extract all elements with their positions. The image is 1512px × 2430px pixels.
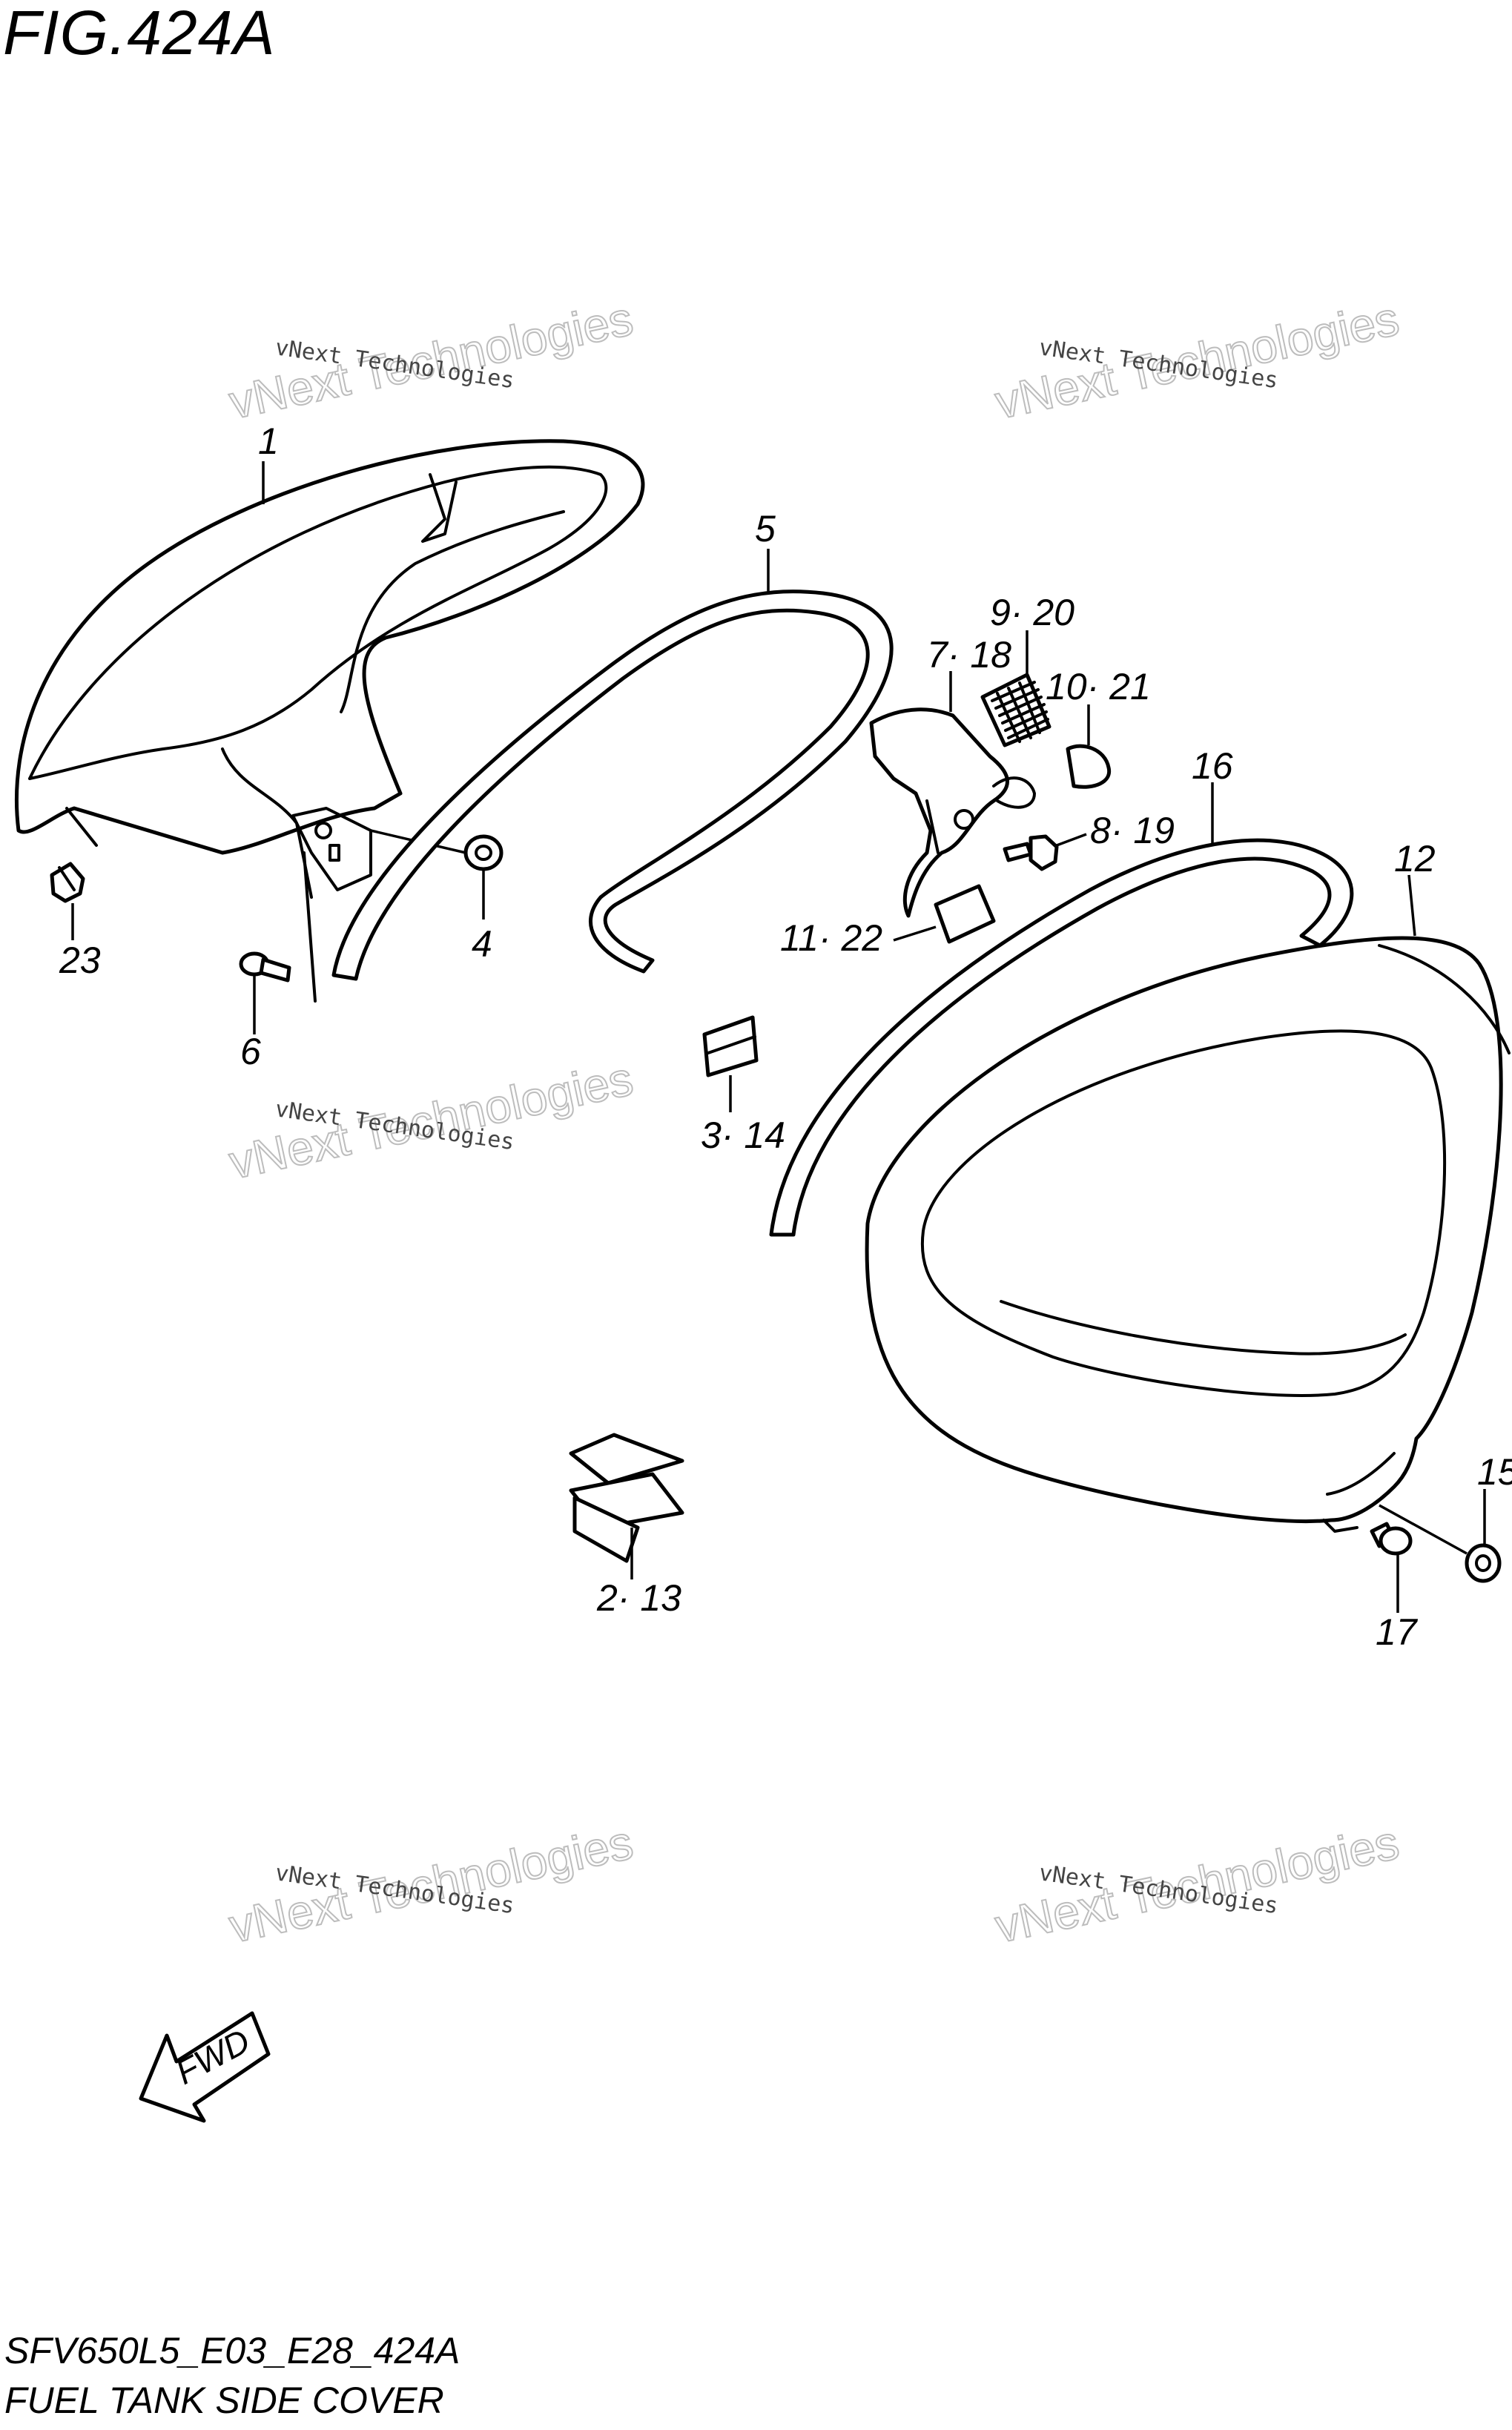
watermark-mid-left: vNext Technologies vNext Technologies — [224, 1051, 638, 1190]
callout-11-22: 11· 22 — [780, 917, 882, 959]
watermark-top-left: vNext Technologies vNext Technologies — [224, 291, 638, 430]
part-5-trim-strip — [331, 549, 894, 981]
part-1-left-side-cover — [15, 439, 645, 1003]
callout-3-14: 3· 14 — [701, 1115, 785, 1156]
part-3-label — [702, 1015, 759, 1112]
figure-title: FIG.424A — [3, 0, 276, 67]
watermark-bottom-right: vNext Technologies vNext Technologies — [990, 1815, 1404, 1954]
part-15-grommet — [1379, 1489, 1502, 1583]
callout-15: 15 — [1477, 1451, 1512, 1493]
fwd-arrow-icon: FWD — [139, 2011, 271, 2123]
callout-5: 5 — [755, 508, 776, 549]
callout-4: 4 — [472, 923, 492, 965]
part-8-bolt — [1003, 833, 1087, 871]
part-12-right-side-cover — [865, 874, 1511, 1533]
part-4-grommet — [370, 829, 504, 919]
callout-9-20: 9· 20 — [990, 592, 1074, 633]
callout-6: 6 — [240, 1031, 261, 1072]
callout-2-13: 2· 13 — [596, 1577, 681, 1619]
section-name: FUEL TANK SIDE COVER — [4, 2380, 444, 2421]
part-9-label — [980, 630, 1052, 747]
part-11-pad — [893, 884, 996, 944]
callouts: 1 2· 13 3· 14 4 5 6 7· 18 8· 19 9· 20 10… — [59, 420, 1512, 1653]
part-10-cap — [1066, 704, 1112, 789]
part-23-clip — [50, 862, 85, 903]
model-code: SFV650L5_E03_E28_424A — [4, 2330, 460, 2371]
callout-1: 1 — [258, 420, 279, 462]
callout-17: 17 — [1376, 1611, 1419, 1653]
callout-7-18: 7· 18 — [927, 634, 1011, 676]
callout-10-21: 10· 21 — [1046, 666, 1151, 707]
callout-23: 23 — [59, 940, 101, 981]
callout-8-19: 8· 19 — [1090, 810, 1175, 851]
part-17-bolt — [1370, 1522, 1413, 1613]
part-2-emblem — [569, 1433, 684, 1579]
watermark-bottom-left: vNext Technologies vNext Technologies — [224, 1815, 638, 1954]
callout-12: 12 — [1394, 838, 1436, 879]
part-6-bolt — [239, 951, 291, 1034]
callout-16: 16 — [1192, 745, 1233, 787]
part-7-bracket — [869, 671, 1036, 918]
watermark-top-right: vNext Technologies vNext Technologies — [990, 291, 1404, 430]
